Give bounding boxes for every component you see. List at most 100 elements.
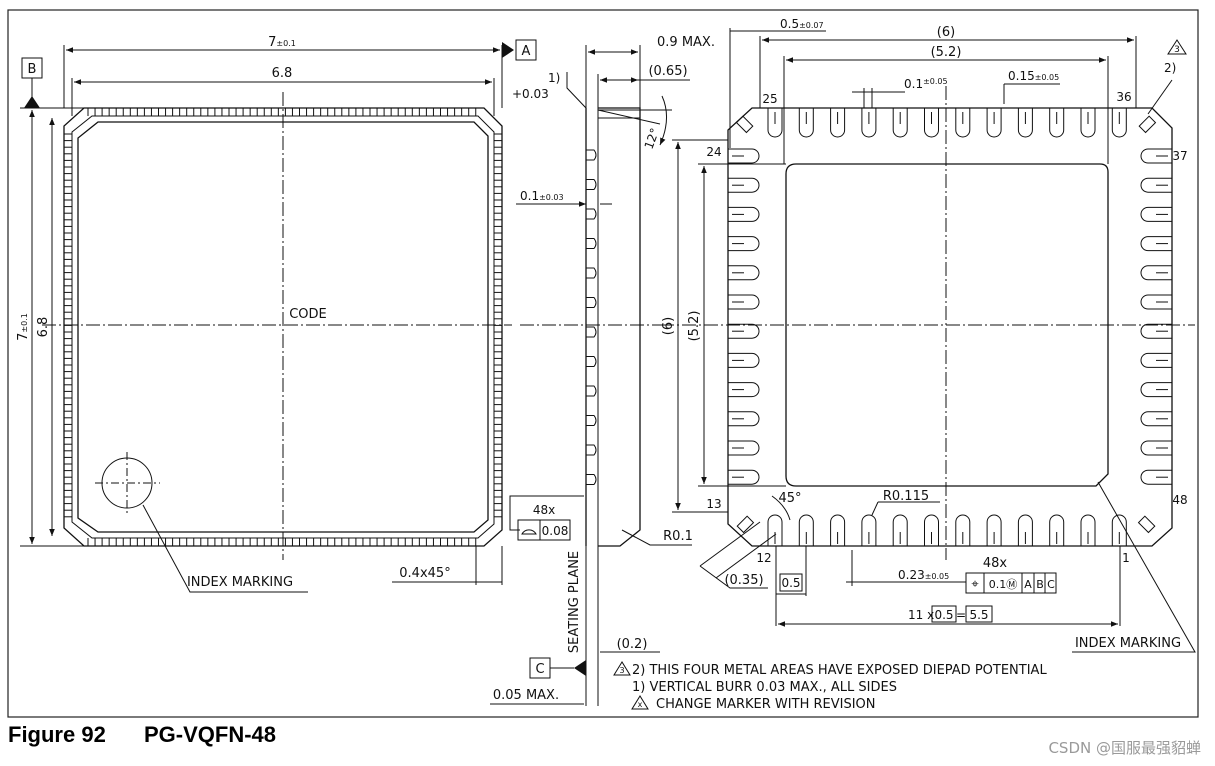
side-lead: [586, 238, 597, 249]
pitch-row-count: 11 x: [908, 608, 934, 622]
dim-height-total: 7±0.1: [16, 313, 31, 341]
side-lead: [586, 297, 597, 308]
bottom-pad: [728, 177, 760, 193]
chamfer-line: [715, 533, 777, 579]
side-r01: R0.1: [663, 529, 693, 544]
note-2-leader: [1147, 79, 1173, 115]
bottom-dim-01: 0.1±0.05: [904, 77, 948, 91]
bottom-pad: [955, 108, 971, 138]
bottom-pad: [924, 108, 939, 138]
side-view-leads: [586, 149, 597, 485]
bottom-view: [660, 28, 1196, 653]
corner-metal-area: [1138, 115, 1157, 134]
bottom-pad: [1140, 382, 1172, 398]
bottom-pad: [986, 108, 1002, 138]
dim-height-inner: 6.8: [36, 317, 51, 338]
side-angle: 12°: [642, 126, 662, 151]
datum-c-label: C: [535, 662, 544, 677]
bottom-pad: [767, 108, 783, 138]
dim-width-inner: 6.8: [272, 66, 293, 81]
bottom-pad: [1140, 440, 1172, 456]
bottom-pad: [830, 108, 846, 138]
bottom-pad: [1017, 108, 1033, 138]
bottom-pad: [1140, 294, 1172, 310]
angle-45-arc: [771, 495, 791, 521]
bottom-dim-015: 0.15±0.05: [1008, 69, 1059, 83]
bottom-pad: [892, 108, 908, 138]
bottom-pad: [1140, 206, 1172, 222]
pitch-row-box: [965, 605, 993, 623]
pin-1: 1: [1122, 551, 1130, 565]
burr-leader: [566, 72, 587, 109]
datum-a-triangle: [502, 42, 514, 58]
pin-13: 13: [706, 497, 721, 511]
side-lead: [586, 149, 597, 161]
bottom-pad: [1140, 323, 1172, 339]
top-view-chamfer-label: 0.4x45°: [399, 566, 450, 581]
bottom-pad: [728, 206, 760, 222]
tolerance-symbol: ⌖: [971, 577, 979, 592]
bottom-pad: [1017, 514, 1033, 546]
bottom-pad: [728, 411, 760, 427]
bottom-pad: [728, 352, 760, 368]
datum-a-box: [515, 39, 537, 61]
bottom-pad: [1049, 108, 1065, 138]
side-dim-02: (0.2): [617, 637, 648, 652]
datum-b-triangle: [24, 96, 40, 108]
note-marker-triangle: [613, 661, 631, 676]
flatness-box: [517, 519, 571, 541]
bottom-pad: [1140, 236, 1172, 252]
angle-line: [597, 109, 661, 125]
tolerance-value: 0.1Ⓜ: [989, 578, 1018, 591]
figure-title: PG-VQFN-48: [144, 722, 277, 747]
r0115-label: R0.115: [883, 489, 929, 504]
top-view-outline: [63, 107, 503, 547]
top-view: [20, 45, 512, 593]
r0115-leader-tip: [871, 501, 879, 516]
pitch-row-total: 5.5: [969, 608, 988, 622]
bottom-pad: [892, 514, 908, 546]
bottom-pad: [1140, 148, 1172, 164]
bottom-pad: [830, 514, 846, 546]
r01-leader: [621, 529, 692, 546]
note-line-1: 1) VERTICAL BURR 0.03 MAX., ALL SIDES: [632, 680, 897, 695]
bottom-dim-6: (6): [937, 25, 955, 40]
flatness-leader: [509, 495, 584, 531]
bottom-pad: [1080, 108, 1096, 138]
top-view-index-marking-label: INDEX MARKING: [187, 575, 293, 590]
bottom-pad: [1140, 177, 1172, 193]
note-line-2: 2) THIS FOUR METAL AREAS HAVE EXPOSED DI…: [632, 663, 1047, 678]
bottom-pad: [767, 514, 783, 546]
dim-035-leader: [699, 565, 768, 589]
package-drawing: A B 7±0.1 6.8 7±0.1 6.8 CODE INDEX MARKI…: [7, 9, 1199, 718]
side-dim-005: 0.05 MAX.: [493, 688, 559, 703]
note-3-triangle: [1167, 39, 1187, 55]
side-flatness-count: 48x: [533, 503, 555, 517]
bottom-dim-52: (5.2): [931, 45, 962, 60]
bottom-pad: [798, 514, 814, 546]
bottom-pad: [728, 469, 760, 485]
bottom-pad: [924, 514, 939, 546]
side-lead: [586, 267, 597, 279]
datum-b-label: B: [28, 62, 37, 77]
side-max-height: 0.9 MAX.: [657, 35, 715, 50]
bottom-pad: [1140, 411, 1172, 427]
bottom-pad: [1049, 514, 1065, 546]
watermark: CSDN @国服最强貂蝉: [1048, 739, 1201, 757]
bottom-pads-left: [728, 148, 760, 485]
side-lead: [586, 444, 597, 456]
top-view-lead-ticks: [64, 108, 502, 546]
tolerance-datum-b: B: [1036, 578, 1044, 591]
bottom-pad: [728, 382, 760, 398]
pin-24: 24: [706, 145, 721, 159]
datum-a-label: A: [522, 44, 531, 59]
side-lead: [586, 474, 597, 485]
chamfer-line: [699, 521, 761, 567]
bottom-pad: [798, 108, 814, 138]
bottom-view-outline: [727, 107, 1173, 547]
exposed-diepad: [785, 163, 1109, 487]
side-dim-065: (0.65): [648, 64, 687, 79]
side-lead: [586, 356, 597, 367]
bottom-pad: [1111, 108, 1127, 138]
side-lead: [586, 385, 597, 397]
